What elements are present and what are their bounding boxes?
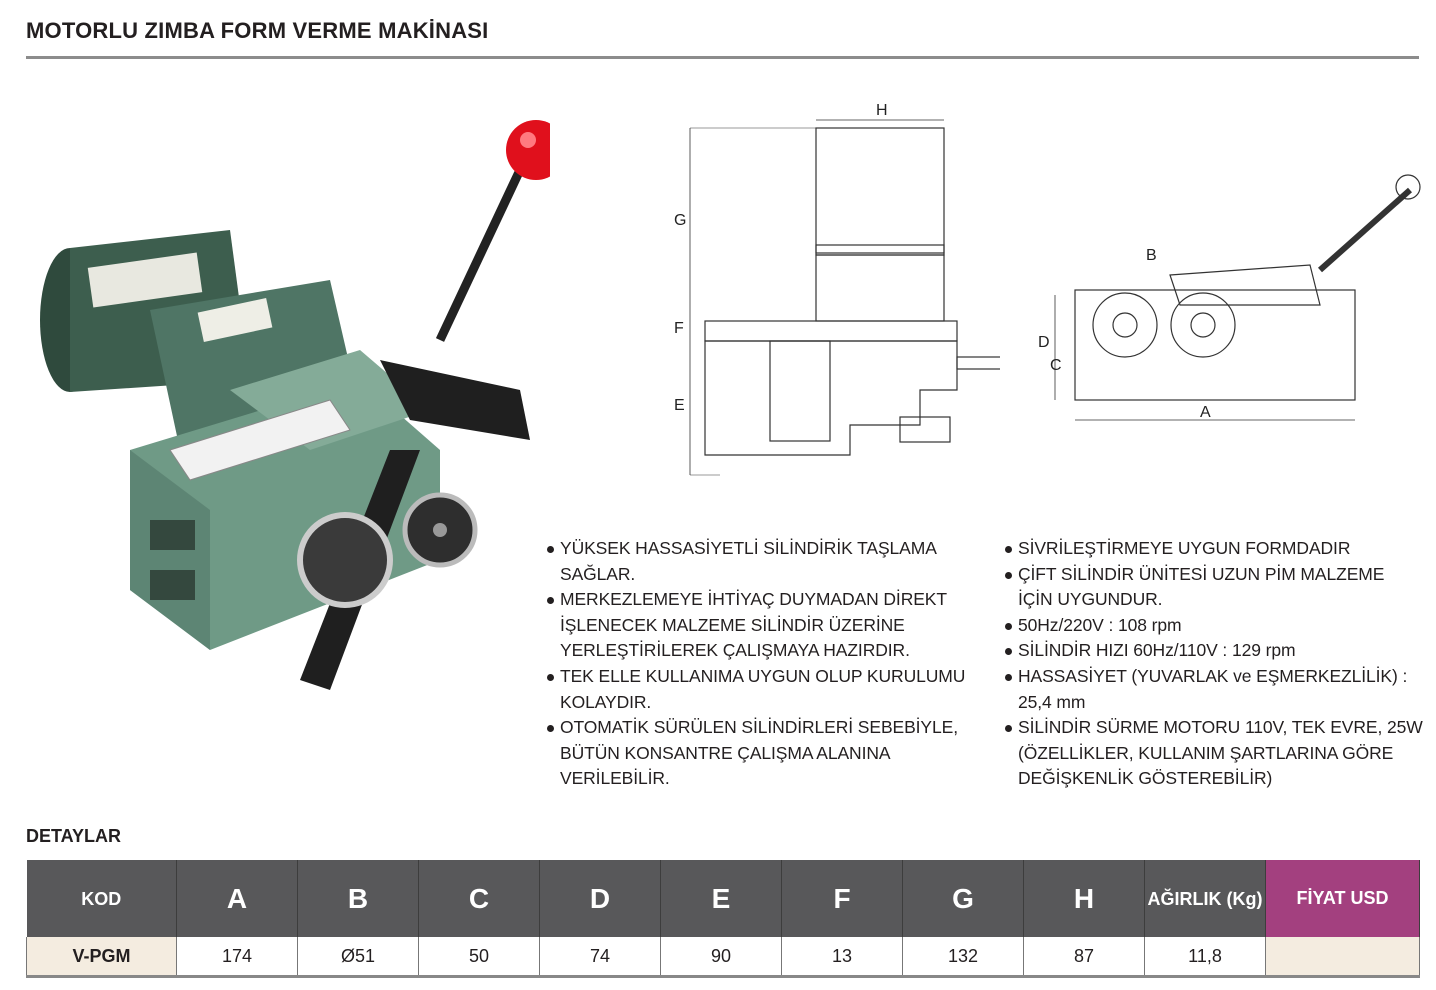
side-view-drawing: H G F E: [674, 102, 1000, 476]
dim-label-d: D: [1038, 334, 1050, 351]
feature-item: SİLİNDİR HIZI 60Hz/110V : 129 rpm: [1003, 638, 1423, 664]
feature-item: TEK ELLE KULLANIMA UYGUN OLUP KURULUMU K…: [545, 664, 975, 715]
col-header-f: F: [781, 860, 903, 937]
dim-label-f: F: [674, 320, 684, 337]
feature-item: HASSASİYET (YUVARLAK ve EŞMERKEZLİLİK) :…: [1003, 664, 1423, 715]
col-header-d: D: [539, 860, 661, 937]
col-header-b: B: [297, 860, 419, 937]
dim-label-e: E: [674, 397, 685, 414]
feature-item: YÜKSEK HASSASİYETLİ SİLİNDİRİK TAŞLAMA S…: [545, 536, 975, 587]
dim-label-a: A: [1200, 404, 1211, 421]
cell-f: 13: [781, 937, 903, 978]
machine-photo: [40, 120, 550, 690]
cell-c: 50: [418, 937, 540, 978]
table-header-row: KOD A B C D E F G H AĞIRLIK (Kg) FİYAT U…: [26, 860, 1420, 937]
col-header-c: C: [418, 860, 540, 937]
features-list-left: YÜKSEK HASSASİYETLİ SİLİNDİRİK TAŞLAMA S…: [545, 536, 975, 792]
col-header-price: FİYAT USD: [1265, 860, 1420, 937]
feature-item: MERKEZLEMEYE İHTİYAÇ DUYMADAN DİREKT İŞL…: [545, 587, 975, 664]
col-header-weight: AĞIRLIK (Kg): [1144, 860, 1266, 937]
col-header-kod: KOD: [26, 860, 177, 937]
col-header-a: A: [176, 860, 298, 937]
feature-item: SİLİNDİR SÜRME MOTORU 110V, TEK EVRE, 25…: [1003, 715, 1423, 792]
cell-d: 74: [539, 937, 661, 978]
feature-item: 50Hz/220V : 108 rpm: [1003, 613, 1423, 639]
cell-g: 132: [902, 937, 1024, 978]
details-table: KOD A B C D E F G H AĞIRLIK (Kg) FİYAT U…: [26, 860, 1420, 978]
dim-label-c: C: [1050, 357, 1062, 374]
dim-label-b: B: [1146, 247, 1157, 264]
feature-item: ÇİFT SİLİNDİR ÜNİTESİ UZUN PİM MALZEME İ…: [1003, 562, 1423, 613]
dim-label-h: H: [876, 102, 888, 119]
cell-price: [1265, 937, 1420, 978]
table-row: V-PGM 174 Ø51 50 74 90 13 132 87 11,8: [26, 937, 1420, 978]
col-header-e: E: [660, 860, 782, 937]
feature-item: OTOMATİK SÜRÜLEN SİLİNDİRLERİ SEBEBİYLE,…: [545, 715, 975, 792]
front-view-drawing: B D C A: [1038, 174, 1421, 421]
cell-h: 87: [1023, 937, 1145, 978]
cell-b: Ø51: [297, 937, 419, 978]
cell-a: 174: [176, 937, 298, 978]
title-divider: [26, 56, 1419, 59]
feature-item: SİVRİLEŞTİRMEYE UYGUN FORMDADIR: [1003, 536, 1423, 562]
col-header-h: H: [1023, 860, 1145, 937]
cell-e: 90: [660, 937, 782, 978]
details-heading: DETAYLAR: [26, 826, 122, 846]
features-list-right: SİVRİLEŞTİRMEYE UYGUN FORMDADIR ÇİFT SİL…: [1003, 536, 1423, 792]
col-header-g: G: [902, 860, 1024, 937]
cell-weight: 11,8: [1144, 937, 1266, 978]
dim-label-g: G: [674, 212, 686, 229]
page-title: MOTORLU ZIMBA FORM VERME MAKİNASI: [26, 18, 489, 43]
cell-kod: V-PGM: [26, 937, 177, 978]
